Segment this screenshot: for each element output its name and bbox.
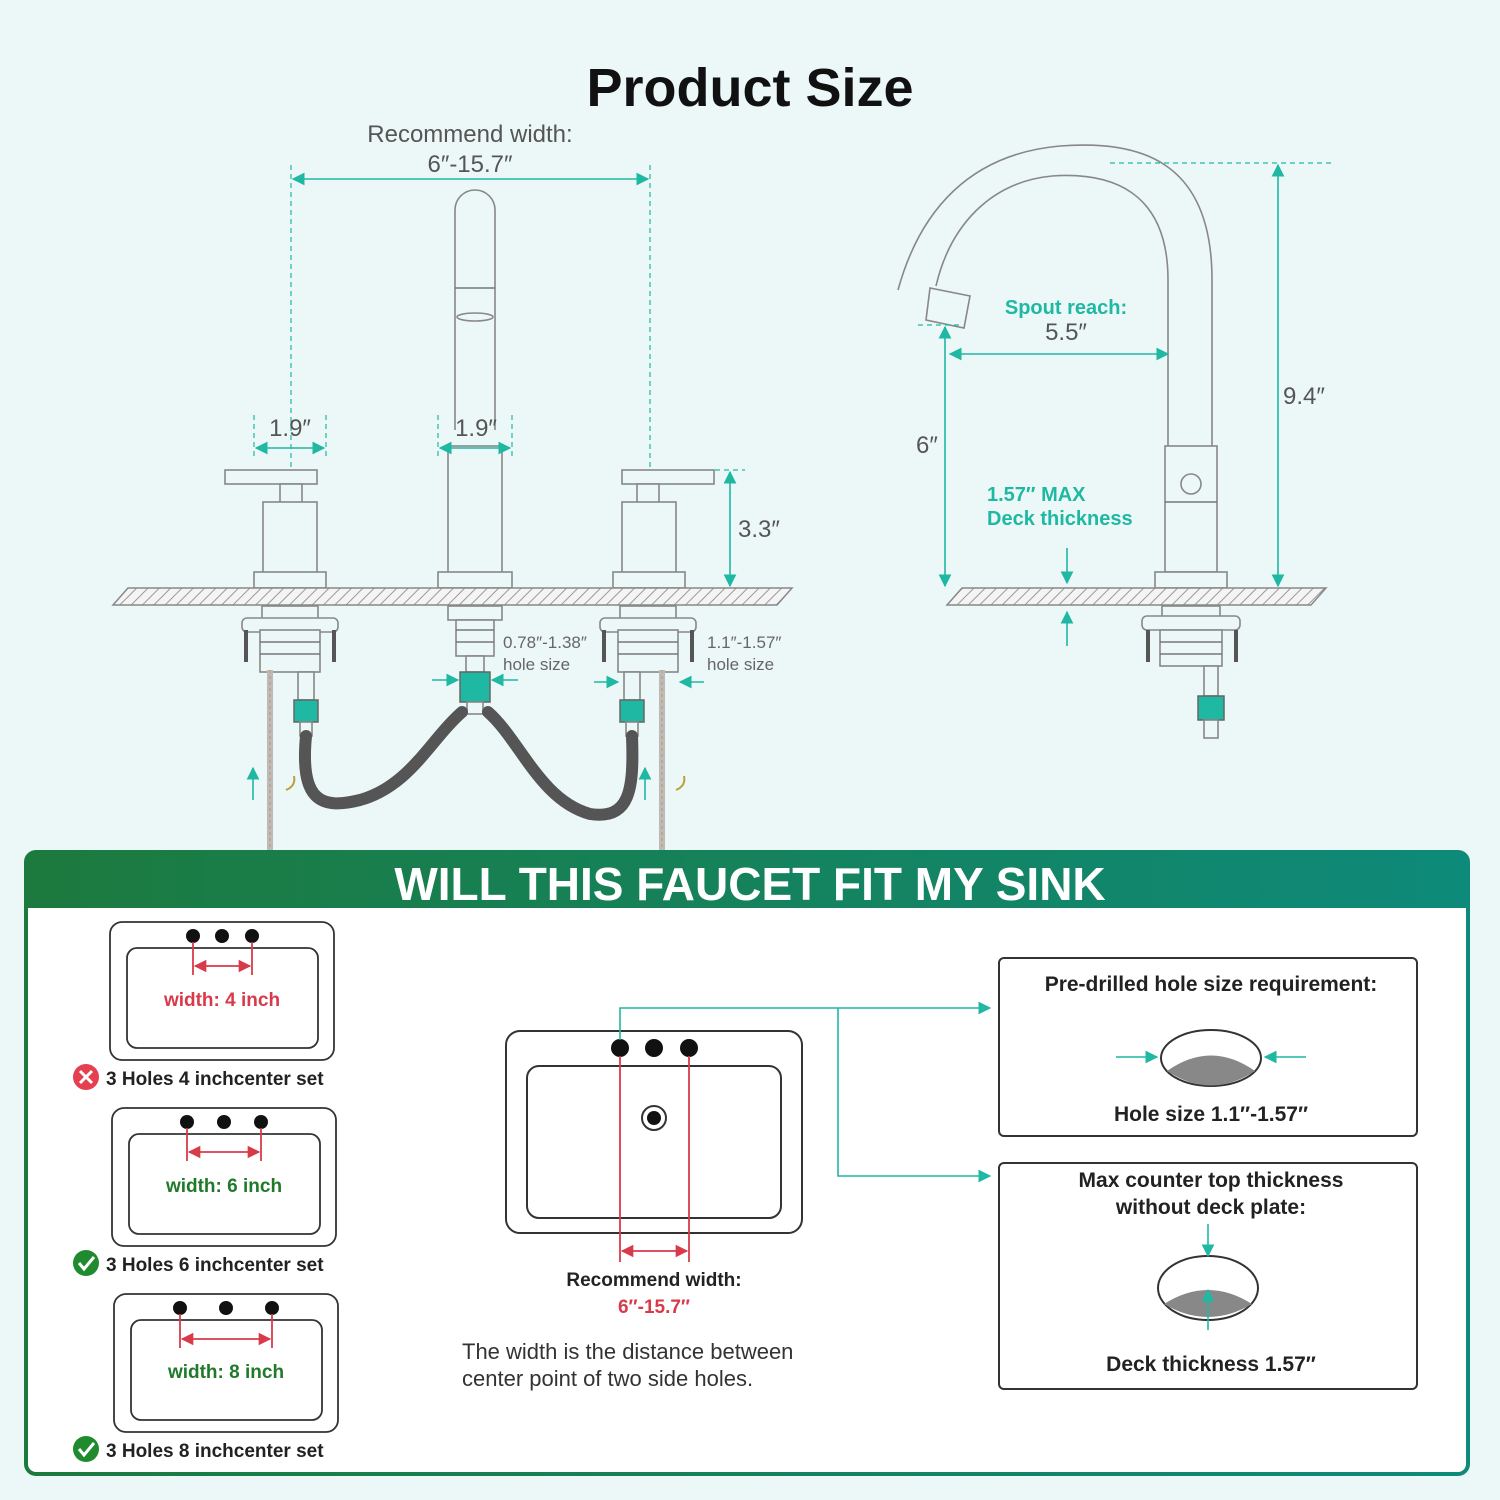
deck-thickness-label: Deck thickness bbox=[987, 508, 1133, 530]
hose-left bbox=[299, 706, 468, 810]
center-note-line1: The width is the distance between bbox=[462, 1339, 793, 1364]
ok-icon bbox=[73, 1250, 99, 1276]
deck-box-title1: Max counter top thickness bbox=[1079, 1169, 1344, 1192]
side-view: 9.4″ 6″ Spout reach: 5.5″ 1.57″ MAX Deck… bbox=[897, 144, 1334, 739]
center-note-line2: center point of two side holes. bbox=[462, 1366, 753, 1391]
right-handle-lever bbox=[621, 469, 715, 485]
total-height-label: 9.4″ bbox=[1283, 383, 1325, 410]
left-handle-lever bbox=[224, 469, 318, 485]
sink-8-width-label: width: 8 inch bbox=[167, 1362, 284, 1383]
hose-right bbox=[482, 706, 639, 821]
spout-height-label: 6″ bbox=[916, 432, 938, 459]
spout-body bbox=[447, 445, 503, 575]
sink-4-width-label: width: 4 inch bbox=[163, 990, 280, 1011]
hole-box-value: Hole size 1.1″-1.57″ bbox=[1114, 1103, 1308, 1126]
fit-banner bbox=[26, 852, 1468, 908]
handle-hole-label: hole size bbox=[707, 655, 774, 674]
spout-hole-size: 0.78″-1.38″ bbox=[503, 633, 587, 652]
spout-reach-value: 5.5″ bbox=[1045, 319, 1087, 346]
hole-size-box: Pre-drilled hole size requirement: Hole … bbox=[998, 957, 1418, 1137]
spout-reach-label: Spout reach: bbox=[1005, 297, 1127, 319]
page-title: Product Size bbox=[586, 58, 913, 118]
deck-box-value: Deck thickness 1.57″ bbox=[1106, 1353, 1316, 1376]
handle-width-label: 1.9″ bbox=[269, 415, 311, 442]
recommend-width-label: Recommend width: bbox=[367, 121, 572, 148]
spout-tube bbox=[454, 189, 496, 430]
deck-box-title2: without deck plate: bbox=[1115, 1196, 1306, 1219]
front-deck bbox=[111, 587, 794, 606]
sink-6-caption: 3 Holes 6 inchcenter set bbox=[106, 1255, 324, 1276]
handle-hole-size: 1.1″-1.57″ bbox=[707, 633, 781, 652]
sink-6-inch: width: 6 inch 3 Holes 6 inchcenter set bbox=[73, 1107, 337, 1276]
recommend-width-value: 6″-15.7″ bbox=[427, 151, 513, 178]
sink-6-width-label: width: 6 inch bbox=[165, 1176, 282, 1197]
front-view: Recommend width: 6″-15.7″ 1.9″ 1.9″ 3.3″ bbox=[111, 121, 794, 850]
fit-banner-title: WILL THIS FAUCET FIT MY SINK bbox=[394, 858, 1105, 910]
deck-thickness-box: Max counter top thickness without deck p… bbox=[998, 1162, 1418, 1390]
center-recommend-value: 6″-15.7″ bbox=[618, 1297, 690, 1318]
left-handle-body bbox=[262, 501, 318, 575]
sink-4-caption: 3 Holes 4 inchcenter set bbox=[106, 1069, 324, 1090]
hole-box-title: Pre-drilled hole size requirement: bbox=[1045, 973, 1378, 996]
deck-max-label: 1.57″ MAX bbox=[987, 484, 1086, 506]
spout-width-label: 1.9″ bbox=[455, 415, 497, 442]
side-spout-tip bbox=[925, 287, 971, 329]
sink-8-inch: width: 8 inch 3 Holes 8 inchcenter set bbox=[73, 1293, 339, 1462]
spout-hole-label: hole size bbox=[503, 655, 570, 674]
ok-icon bbox=[73, 1436, 99, 1462]
sink-8-caption: 3 Holes 8 inchcenter set bbox=[106, 1441, 324, 1462]
handle-height-label: 3.3″ bbox=[738, 516, 780, 543]
sink-4-inch: width: 4 inch 3 Holes 4 inchcenter set bbox=[73, 921, 335, 1090]
fit-section: WILL THIS FAUCET FIT MY SINK width: 4 in… bbox=[24, 850, 1470, 1476]
side-faucet-body bbox=[1164, 445, 1218, 573]
side-deck bbox=[945, 587, 1328, 606]
right-handle-body bbox=[621, 501, 677, 575]
center-recommend-label: Recommend width: bbox=[566, 1270, 741, 1291]
center-sink: Recommend width: 6″-15.7″ The width is t… bbox=[462, 1001, 992, 1391]
